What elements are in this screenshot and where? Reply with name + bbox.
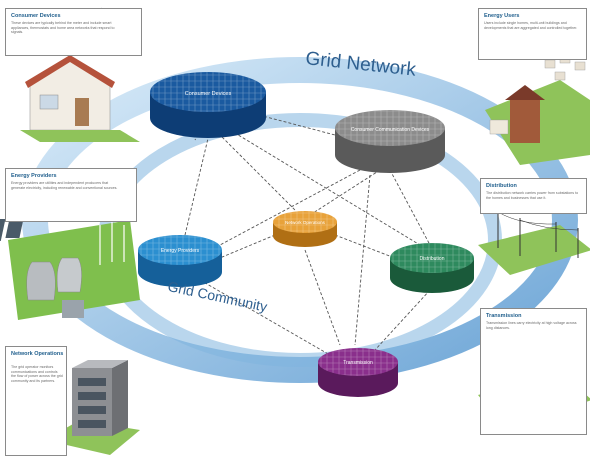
node-label-consumer-devices: Consumer Devices: [185, 91, 232, 97]
grid-community-label: Grid Community: [166, 278, 268, 315]
house-illustration: [20, 7, 140, 142]
node-distribution[interactable]: [390, 243, 474, 293]
node-energy-providers[interactable]: [138, 235, 222, 287]
panel-title: Distribution: [486, 183, 517, 189]
node-label-consumer-comm: Consumer Communication Devices: [351, 127, 430, 133]
node-label-energy-providers: Energy Providers: [161, 248, 200, 254]
power-plant-illustration: [0, 216, 140, 320]
node-label-transmission: Transmission: [343, 360, 373, 366]
panel-transmission: Transmission Transmission lines carry el…: [480, 308, 587, 435]
panel-text: Transmission lines carry electricity at …: [486, 321, 577, 330]
panel-title: Energy Providers: [11, 173, 57, 179]
distribution-lines-illustration: [478, 210, 590, 275]
node-network-operations[interactable]: [273, 211, 337, 247]
panel-consumer-devices: Consumer Devices These devices are typic…: [5, 8, 142, 56]
panel-energy-users: Energy Users Users include single homes,…: [478, 8, 587, 60]
panel-text: These devices are typically behind the m…: [11, 21, 115, 35]
panel-title: Transmission: [486, 313, 522, 319]
panel-title: Network Operations: [11, 351, 64, 357]
node-label-network-ops: Network Operations: [285, 220, 326, 225]
neighborhood-illustration: [485, 54, 590, 165]
panel-distribution: Distribution The distribution network ca…: [480, 178, 587, 214]
panel-energy-providers: Energy Providers Energy providers are ut…: [5, 168, 137, 222]
panel-network-operations: Network Operations The grid operator mon…: [5, 346, 67, 456]
node-consumer-comm-devices[interactable]: [335, 110, 445, 173]
panel-title: Consumer Devices: [11, 13, 61, 19]
operations-building-illustration: [45, 360, 140, 455]
panel-text: The distribution network carries power f…: [486, 191, 579, 200]
node-transmission[interactable]: [318, 348, 398, 397]
node-label-distribution: Distribution: [419, 256, 444, 262]
panel-title: Energy Users: [484, 13, 520, 19]
panel-text: The grid operator monitors communication…: [11, 365, 63, 383]
panel-text: Energy providers are utilities and indep…: [11, 181, 118, 190]
panel-text: Users include single homes, multi-unit b…: [484, 21, 578, 30]
node-consumer-devices[interactable]: [150, 72, 266, 138]
